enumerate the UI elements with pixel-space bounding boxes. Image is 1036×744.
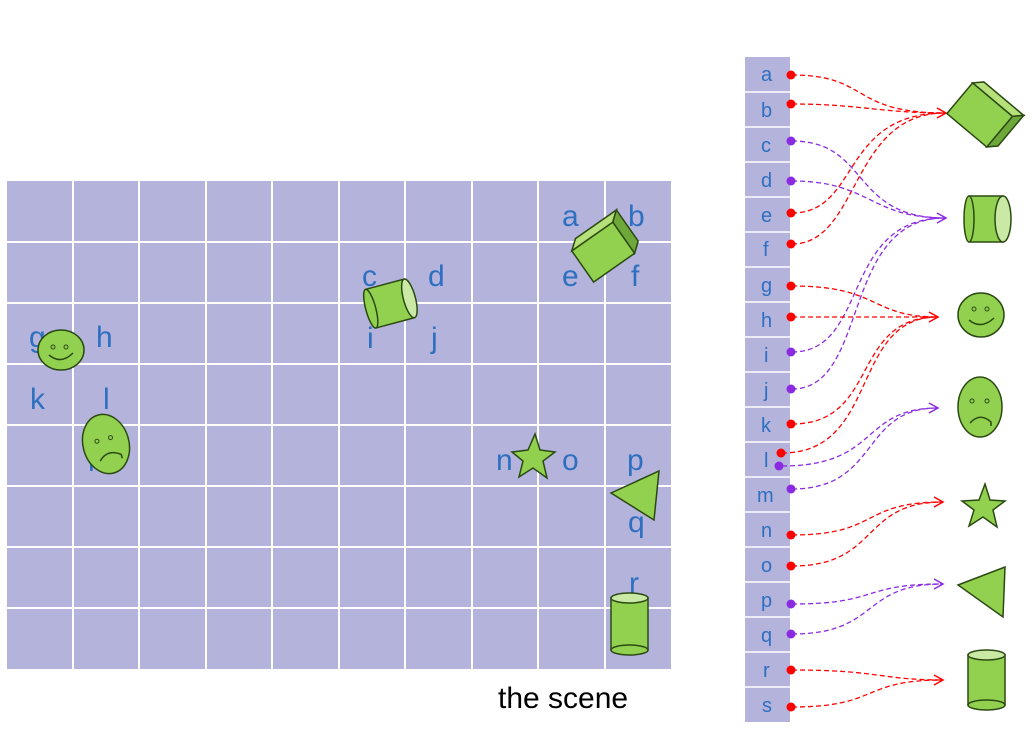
list-labels: a b c d e f g h i j k l m n o p q r s — [757, 64, 774, 717]
smiley-face-icon — [957, 292, 1005, 338]
upright-cylinder-icon — [967, 649, 1006, 711]
grid-label-b: b — [628, 200, 645, 233]
link-n-star — [791, 501, 944, 536]
link-l-smiley — [781, 316, 939, 454]
grid-label-d: d — [428, 260, 445, 293]
link-arrowheads — [928, 107, 948, 686]
scene-sad-face-icon — [81, 413, 131, 475]
triangle-icon — [956, 565, 1006, 619]
link-s-cylinder2 — [791, 679, 944, 708]
link-dots — [774, 70, 796, 712]
link-k-smiley — [791, 316, 939, 425]
list-label-f: f — [763, 239, 769, 261]
grid-label-q: q — [628, 506, 645, 539]
grid-label-r: r — [629, 567, 639, 600]
list-label-i: i — [764, 345, 768, 367]
list-label-g: g — [761, 275, 772, 297]
link-e-box — [791, 112, 946, 214]
sad-face-icon — [957, 376, 1003, 438]
link-r-cylinder2 — [791, 669, 944, 681]
grid-label-f: f — [631, 260, 640, 293]
label-column — [745, 57, 790, 722]
grid-label-p: p — [627, 444, 644, 477]
list-label-b: b — [761, 100, 772, 122]
link-g-smiley — [791, 285, 939, 318]
link-l-sad — [781, 407, 939, 467]
list-label-j: j — [763, 380, 768, 402]
grid-label-o: o — [562, 444, 579, 477]
list-label-l: l — [764, 450, 768, 472]
cylinder-icon — [963, 195, 1012, 243]
grid-label-n: n — [496, 444, 513, 477]
list-label-h: h — [761, 310, 772, 332]
box-icon — [945, 81, 1026, 149]
link-q-triangle — [791, 583, 944, 635]
grid-label-c: c — [362, 260, 377, 293]
link-f-box — [791, 112, 946, 245]
label-column-dividers — [745, 91, 790, 688]
grid-label-l: l — [103, 383, 110, 416]
link-a-box — [791, 74, 946, 114]
scene-cylinder-icon — [362, 278, 418, 329]
grid-label-a: a — [562, 200, 579, 233]
grid-label-k: k — [30, 383, 46, 416]
link-j-cylinder — [791, 217, 946, 390]
link-o-star — [791, 501, 944, 567]
link-b-box — [791, 103, 946, 114]
list-label-k: k — [761, 415, 772, 437]
list-label-r: r — [763, 660, 770, 682]
grid-label-j: j — [430, 322, 438, 355]
link-c-cylinder — [791, 140, 946, 219]
list-label-s: s — [762, 695, 772, 717]
grid-label-h: h — [96, 321, 113, 354]
scene-star-icon — [510, 431, 557, 480]
scene-caption: the scene — [498, 682, 628, 715]
list-label-m: m — [757, 485, 774, 507]
list-label-e: e — [761, 205, 772, 227]
link-d-cylinder — [791, 180, 946, 219]
list-label-n: n — [761, 520, 772, 542]
link-curves — [781, 74, 946, 708]
star-icon — [959, 481, 1008, 529]
list-label-a: a — [761, 64, 773, 86]
list-label-p: p — [761, 590, 772, 612]
scene-smiley-face-icon — [37, 329, 85, 371]
list-label-o: o — [761, 555, 772, 577]
scene-box-icon — [570, 208, 639, 284]
list-label-q: q — [761, 625, 772, 647]
list-label-c: c — [761, 135, 771, 157]
grid-label-e: e — [562, 260, 579, 293]
link-p-triangle — [791, 583, 944, 605]
scene-upright-cylinder-icon — [610, 592, 649, 656]
scene-triangle-icon — [609, 469, 660, 522]
grid-label-i: i — [367, 322, 374, 355]
link-i-cylinder — [791, 217, 946, 353]
list-label-d: d — [761, 170, 772, 192]
link-m-sad — [791, 407, 939, 490]
